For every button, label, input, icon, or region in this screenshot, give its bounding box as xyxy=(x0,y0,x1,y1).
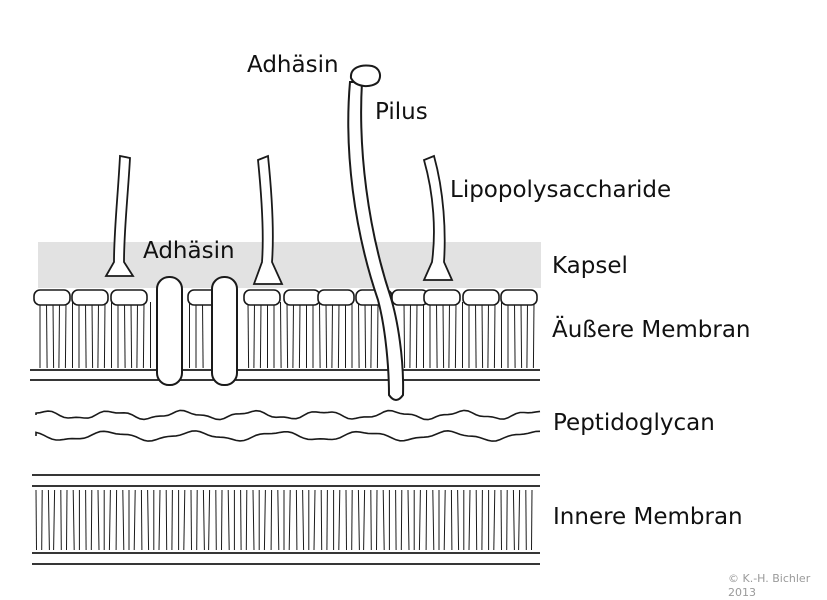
label-adhesin-membrane: Adhäsin xyxy=(143,238,235,264)
outer-membrane-base xyxy=(30,369,540,381)
adhesin-protein-right xyxy=(211,276,238,386)
label-capsule: Kapsel xyxy=(552,253,628,279)
lps-arrow-2 xyxy=(252,154,284,285)
label-inner-membrane: Innere Membran xyxy=(553,504,743,530)
credit-author: © K.-H. Bichler xyxy=(728,572,811,585)
label-peptidoglycan: Peptidoglycan xyxy=(553,410,715,436)
credit-year: 2013 xyxy=(728,585,756,599)
label-adhesin-top: Adhäsin xyxy=(247,52,339,78)
lps-arrow-3 xyxy=(422,154,454,281)
inner-membrane xyxy=(32,474,540,565)
lps-arrow-1 xyxy=(104,154,135,277)
pilus xyxy=(347,64,405,401)
label-outer-membrane: Äußere Membran xyxy=(552,317,751,343)
outer-membrane-heads xyxy=(33,289,538,306)
outer-membrane-tails xyxy=(39,301,535,369)
label-lipopolysaccharide: Lipopolysaccharide xyxy=(450,177,672,203)
peptidoglycan-layer xyxy=(35,409,541,442)
adhesin-protein-left xyxy=(156,276,183,386)
label-pilus: Pilus xyxy=(375,99,428,125)
inner-membrane-lipids xyxy=(35,489,533,551)
copyright-credit: © K.-H. Bichler 2013 xyxy=(728,572,810,600)
